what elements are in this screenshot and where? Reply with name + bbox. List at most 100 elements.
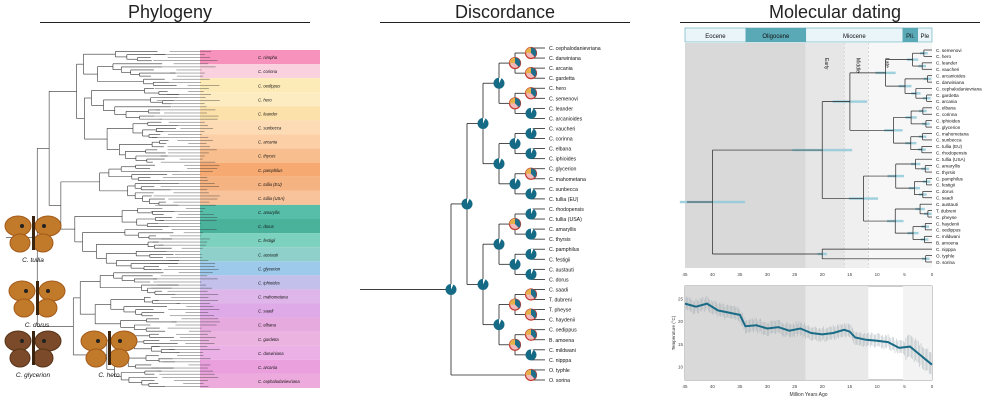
clade-label: C. dorus bbox=[258, 224, 275, 229]
clade-label: C. sunbecca bbox=[258, 126, 282, 131]
time-tick-label: 20 bbox=[820, 272, 826, 277]
clade-band bbox=[200, 190, 320, 205]
dating-taxon-label: C. tullia (USA) bbox=[936, 157, 966, 162]
time-tick-label: 40 bbox=[710, 272, 716, 277]
temperature-axis-label: Temperature (°C) bbox=[671, 315, 676, 350]
epoch-label: Eocene bbox=[705, 34, 726, 40]
clade-band bbox=[200, 373, 320, 388]
discordance-taxon-label: C. arcania bbox=[549, 66, 573, 72]
early-miocene-shade bbox=[805, 43, 845, 268]
butterfly-wing bbox=[85, 348, 107, 368]
pie-slice-concordant bbox=[515, 218, 521, 228]
clade-band bbox=[200, 261, 320, 276]
clade-label: C. gardetta bbox=[258, 337, 279, 342]
discordance-taxon-label: C. corinna bbox=[549, 137, 573, 143]
dating-taxon-label: C. semenovi bbox=[936, 48, 962, 53]
epoch-label: Oligocene bbox=[762, 34, 790, 40]
pie-slice-alternative bbox=[525, 329, 531, 335]
butterfly-eyespot bbox=[20, 224, 24, 228]
butterfly-caption: C. hero bbox=[98, 372, 120, 379]
pie-slice-concordant bbox=[531, 329, 537, 339]
oligocene-shade bbox=[685, 43, 806, 268]
butterfly-wing bbox=[36, 298, 58, 318]
discordance-taxon-label: C. iphioides bbox=[549, 157, 577, 163]
pie-slice-concordant bbox=[531, 87, 537, 98]
dating-title-underline bbox=[680, 22, 980, 23]
temperature-pliocene-shade bbox=[902, 286, 932, 380]
dating-taxon-label: C. austauti bbox=[936, 202, 958, 207]
discordance-taxon-label: C. arcanioides bbox=[549, 116, 583, 122]
discordance-taxon-label: C. rhodopensis bbox=[549, 207, 584, 213]
butterfly-image bbox=[4, 215, 62, 253]
pie-slice-alternative bbox=[509, 339, 515, 345]
temperature-time-tick-label: 40 bbox=[710, 384, 716, 389]
pie-slice-concordant bbox=[531, 168, 537, 178]
temperature-time-tick-label: 0 bbox=[931, 384, 934, 389]
time-tick-label: 5 bbox=[903, 272, 906, 277]
epoch-label: Miocene bbox=[843, 34, 866, 40]
butterfly-wing bbox=[34, 330, 62, 352]
butterfly-wing bbox=[108, 348, 130, 368]
clade-label: C. austauti bbox=[258, 252, 279, 257]
butterfly-wing bbox=[9, 233, 31, 253]
clade-band bbox=[200, 345, 320, 360]
dating-taxon-label: C. vaucheri bbox=[936, 67, 959, 72]
dating-taxon-label: C. sunbecca bbox=[936, 138, 962, 143]
clade-label: C. amaryllis bbox=[258, 210, 281, 215]
time-tick-label: 0 bbox=[931, 272, 934, 277]
clade-band bbox=[200, 148, 320, 163]
pie-slice-concordant bbox=[531, 288, 537, 299]
butterfly-eyespot bbox=[24, 289, 28, 293]
discordance-taxon-label: C. dorus bbox=[549, 277, 569, 283]
pie-slice-discordant bbox=[531, 208, 534, 214]
butterfly-body bbox=[32, 216, 35, 250]
butterfly-wing bbox=[32, 233, 54, 253]
late-miocene-shade bbox=[868, 43, 932, 268]
butterfly-body bbox=[36, 281, 39, 315]
dating-taxon-label: O. typhle bbox=[936, 253, 955, 258]
pie-slice-discordant bbox=[467, 198, 470, 204]
clade-label: C. tullia (USA) bbox=[258, 196, 285, 201]
clade-band bbox=[200, 162, 320, 177]
miocene-subepoch-label: Early bbox=[823, 58, 829, 70]
clade-band bbox=[200, 106, 320, 121]
dating-taxon-label: C. amaryllis bbox=[936, 163, 961, 168]
pie-slice-discordant bbox=[531, 228, 534, 235]
discordance-title-underline bbox=[380, 22, 630, 23]
phylogeny-title: Phylogeny bbox=[127, 2, 213, 22]
epoch-label: Pli. bbox=[906, 34, 915, 40]
discordance-taxon-label: C. nipppa bbox=[549, 358, 571, 364]
clade-band bbox=[200, 64, 320, 79]
pie-slice-concordant bbox=[531, 67, 537, 78]
temperature-time-tick-label: 45 bbox=[682, 384, 688, 389]
time-tick-label: 30 bbox=[765, 272, 771, 277]
phylogeny-title-underline bbox=[40, 22, 310, 23]
butterfly-wing bbox=[32, 348, 54, 368]
discordance-taxon-label: C. festigii bbox=[549, 257, 570, 263]
pie-slice-concordant bbox=[531, 309, 537, 319]
butterfly-wing bbox=[8, 280, 36, 302]
dating-taxon-label: C. oedippus bbox=[936, 228, 961, 233]
epoch-label: Ple bbox=[921, 34, 930, 40]
discordance-taxon-label: C. tullia (EU) bbox=[549, 197, 579, 203]
pie-slice-discordant bbox=[515, 258, 518, 265]
temperature-tick-label: 20 bbox=[678, 319, 684, 324]
pie-slice-concordant bbox=[515, 299, 521, 309]
discordance-taxon-label: C. vaucheri bbox=[549, 126, 575, 132]
clade-label: C. elbana bbox=[258, 323, 277, 328]
dating-taxon-label: C. nipppa bbox=[936, 247, 956, 252]
clade-label: C. hero bbox=[258, 97, 272, 102]
clade-label: C. leander bbox=[258, 111, 278, 116]
dating-taxon-label: C. corinna bbox=[936, 112, 957, 117]
clade-band bbox=[200, 317, 320, 332]
pie-slice-discordant bbox=[515, 178, 518, 184]
discordance-taxon-label: C. tullia (USA) bbox=[549, 217, 582, 223]
dating-taxon-label: C. mildwani bbox=[936, 234, 960, 239]
pie-slice-discordant bbox=[531, 107, 534, 114]
clade-label: C. saadi bbox=[258, 309, 274, 314]
discordance-taxon-label: C. glycerion bbox=[549, 167, 577, 173]
clade-label: C. oedippus bbox=[258, 83, 281, 88]
